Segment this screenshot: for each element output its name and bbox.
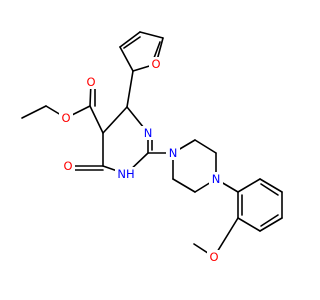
furan-bond xyxy=(119,31,141,48)
phenyl-bond xyxy=(259,217,283,232)
furan-double-bond xyxy=(123,36,141,49)
phenyl-double-bond xyxy=(260,183,279,196)
phenyl-bond xyxy=(259,178,283,193)
furan-oxygen-label: O xyxy=(151,57,160,71)
atom-label-layer: O O O N NH O N N O xyxy=(59,57,223,264)
piperazine-n4-label: N xyxy=(212,172,221,186)
lactam-oxygen-label: O xyxy=(63,159,72,173)
phenyl-bond xyxy=(237,178,261,193)
methoxy-oxygen-label: O xyxy=(209,250,218,264)
phenyl-double-bond xyxy=(260,214,279,227)
ester-carbonyl-oxygen-label: O xyxy=(86,75,95,89)
piperazine-n1-label: N xyxy=(169,146,178,160)
piperazine-bond xyxy=(194,139,217,154)
molecule-structure: O O O N NH O N N O xyxy=(21,31,283,264)
phenyl-bond xyxy=(237,217,261,232)
ring-nitrogen-label: N xyxy=(144,126,153,140)
furan-bond xyxy=(119,46,134,72)
ester-bond xyxy=(89,105,104,134)
piperazine-bond xyxy=(172,178,196,193)
furan-double-bond xyxy=(153,41,161,59)
ring-nh-label: NH xyxy=(117,167,134,181)
ethyl-bond xyxy=(21,105,47,119)
furan-ring-bond xyxy=(126,70,134,108)
furan-bond xyxy=(139,31,164,39)
ester-ether-oxygen-label: O xyxy=(61,111,70,125)
ring-bond xyxy=(102,106,128,134)
